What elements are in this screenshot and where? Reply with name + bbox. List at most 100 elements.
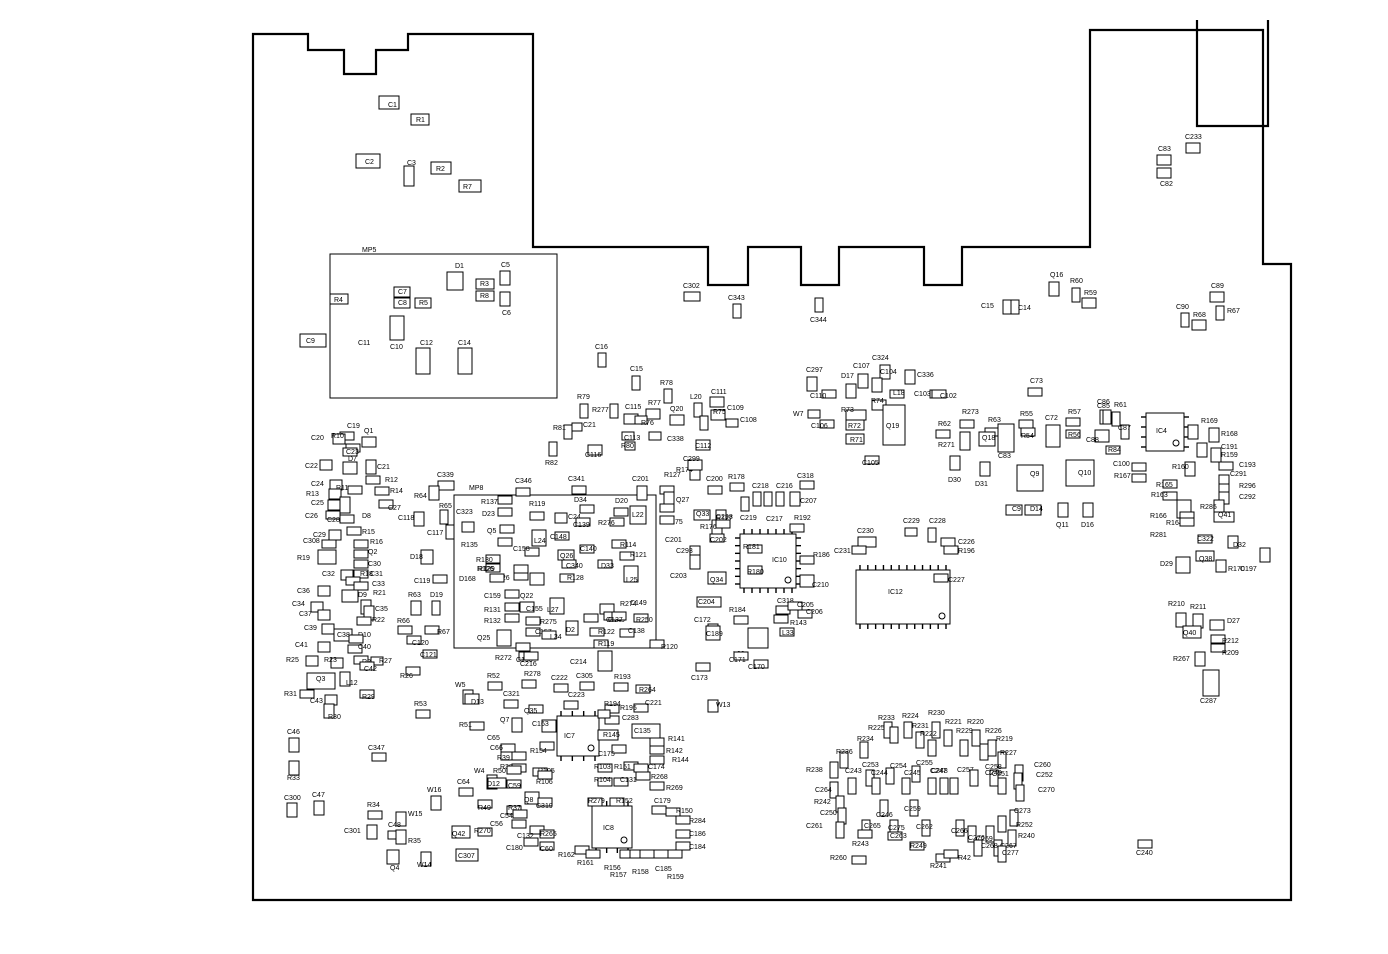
component-label: C11 <box>358 340 370 347</box>
component-label: R37 <box>508 805 521 812</box>
component-label: R131 <box>484 607 501 614</box>
component: D18 <box>410 549 434 565</box>
component: R209 <box>1210 643 1239 657</box>
component: D20 <box>613 498 629 517</box>
component-label: R277 <box>592 407 609 414</box>
component-label: D29 <box>1160 561 1173 568</box>
component: C300 <box>284 795 301 818</box>
component-label: C205 <box>797 602 814 609</box>
component-label: R163 <box>1151 492 1168 499</box>
component-label: R5 <box>419 300 428 307</box>
component-label: Q22 <box>520 593 533 600</box>
component: C28 <box>327 514 355 524</box>
component-label: C19 <box>347 423 360 430</box>
component-label: C23 <box>346 449 359 456</box>
component-label: C14 <box>458 340 471 347</box>
component-label: C307 <box>458 853 475 860</box>
component-label: R81 <box>553 425 566 432</box>
component-label: R63 <box>408 592 421 599</box>
module-mp5 <box>329 253 558 399</box>
component: C73 <box>1027 378 1043 397</box>
component: C119 <box>414 574 448 585</box>
component-label: R132 <box>484 618 501 625</box>
component: R225 <box>868 725 899 744</box>
component-label: C100 <box>1113 461 1130 468</box>
component-label: C323 <box>456 509 473 516</box>
component-label: C226 <box>958 539 975 546</box>
component: Q35 <box>524 704 544 715</box>
ic-ic8: IC8 <box>591 801 633 853</box>
component: C158 <box>513 546 540 557</box>
component-label: C273 <box>1014 808 1031 815</box>
component: C106 <box>811 419 835 430</box>
component-label: C72 <box>1045 415 1058 422</box>
component-label: R229 <box>956 728 973 735</box>
component-label: R267 <box>1173 656 1190 663</box>
component-label: R154 <box>530 748 547 755</box>
component-label: C186 <box>689 831 706 838</box>
component: C223 <box>563 692 585 710</box>
component: C308 <box>303 538 337 549</box>
component: D19 <box>430 592 443 616</box>
component: R142 <box>649 745 683 755</box>
component: L25 <box>623 565 639 584</box>
component-label: R233 <box>878 715 895 722</box>
component-label: C266 <box>951 828 968 835</box>
component: C191 <box>1196 442 1238 458</box>
component: C24 <box>554 512 581 524</box>
component-label: Q1 <box>364 428 373 435</box>
component-label: C299 <box>683 456 700 463</box>
component: R73 <box>841 407 867 421</box>
component: C46 <box>287 729 300 753</box>
component-label: R264 <box>639 687 656 694</box>
component: Q41 <box>1213 511 1235 523</box>
component: C262 <box>916 819 933 837</box>
component-label: C264 <box>815 787 832 794</box>
component: C31 <box>353 569 383 579</box>
component: C263 <box>887 831 907 841</box>
component: R53 <box>414 701 431 719</box>
component-label: R177 <box>716 515 733 522</box>
component: C277 <box>997 845 1019 863</box>
component: C38 <box>337 632 364 644</box>
component-label: C170 <box>748 664 765 671</box>
component-label: R227 <box>1000 750 1017 757</box>
component-label: C46 <box>287 729 300 736</box>
component-label: C344 <box>810 317 827 324</box>
component-label: C9 <box>306 338 315 345</box>
component: R222 <box>920 731 937 757</box>
component: R66 <box>397 618 413 635</box>
component-label: R230 <box>928 710 945 717</box>
component: C9 <box>1005 504 1023 516</box>
component: R29 <box>359 689 375 701</box>
ic-label: IC8 <box>603 825 614 832</box>
component: W13 <box>707 699 731 713</box>
component: R126 <box>477 564 529 574</box>
component: R34 <box>367 802 383 820</box>
component-label: R222 <box>920 731 937 738</box>
component: R192 <box>789 515 811 533</box>
component: D31 <box>975 461 991 488</box>
component-label: R8 <box>480 293 489 300</box>
component: C110 <box>810 389 837 400</box>
component: R167 <box>1114 473 1147 483</box>
component-label: R274 <box>620 601 637 608</box>
component-label: C66 <box>490 745 503 752</box>
component-label: R126 <box>477 566 494 573</box>
component-label: R27 <box>379 658 392 665</box>
component: C268 <box>973 839 998 857</box>
component: R249 <box>909 841 927 851</box>
component-label: C283 <box>622 715 639 722</box>
component: L22 <box>629 505 647 525</box>
component-label: D31 <box>975 481 988 488</box>
component: R56 <box>1065 429 1081 439</box>
component-label: C233 <box>1185 134 1202 141</box>
component: C307 <box>455 848 479 862</box>
component-label: C16 <box>595 344 608 351</box>
component: C105 <box>862 455 880 467</box>
component-label: C253 <box>862 762 879 769</box>
component: R12 <box>365 475 398 485</box>
component: C90 <box>1176 304 1190 328</box>
component-label: R276 <box>598 520 615 527</box>
component-label: C15 <box>981 303 994 310</box>
